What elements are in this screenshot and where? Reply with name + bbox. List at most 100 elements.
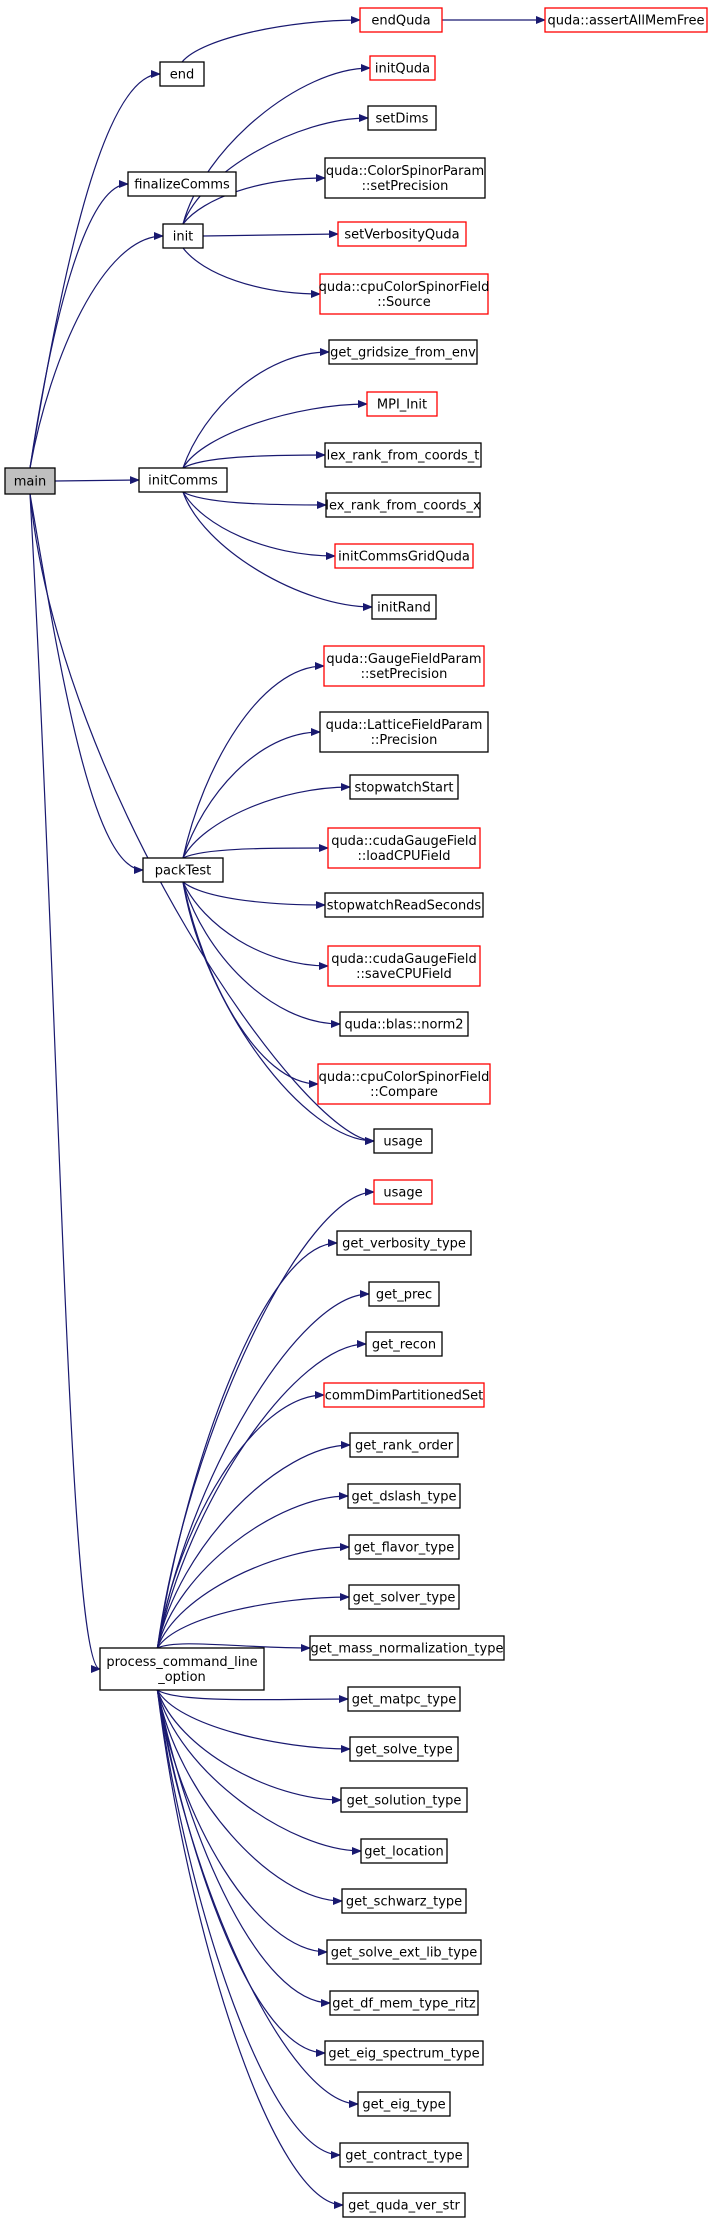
node-get_solve_ext_lib_type[interactable]: get_solve_ext_lib_type — [326, 1939, 482, 1965]
edge-main-to-usage1 — [29, 493, 375, 1145]
node-label: endQuda — [371, 14, 430, 29]
node-label: get_eig_type — [362, 2098, 445, 2113]
edge-init-to-setVerbosityQuda — [202, 230, 339, 239]
edge-pclo-to-get_mass_normalization_type — [157, 1643, 311, 1652]
edge-pclo-to-get_prec — [156, 1290, 370, 1649]
edge-initComms-to-MPI_Init — [182, 400, 368, 469]
node-get_rank_order[interactable]: get_rank_order — [349, 1432, 459, 1458]
node-cpuCSF_Compare[interactable]: quda::cpuColorSpinorField::Compare — [317, 1063, 491, 1105]
node-get_location[interactable]: get_location — [360, 1838, 448, 1864]
node-box — [349, 1736, 459, 1762]
node-endQuda[interactable]: endQuda — [359, 7, 443, 33]
node-box — [319, 273, 489, 315]
node-pclo[interactable]: process_command_line_option — [99, 1647, 265, 1691]
node-label: end — [170, 68, 195, 83]
node-get_eig_spectrum_type[interactable]: get_eig_spectrum_type — [324, 2040, 484, 2066]
node-box — [347, 1483, 461, 1509]
node-label: MPI_Init — [377, 398, 427, 413]
node-label: setVerbosityQuda — [344, 228, 459, 243]
node-get_prec[interactable]: get_prec — [368, 1281, 440, 1307]
node-box — [317, 1063, 491, 1105]
node-label: get_recon — [372, 1338, 436, 1353]
edge-packTest-to-cgf_save — [182, 881, 329, 970]
edge-init-to-setDims — [182, 114, 369, 225]
node-get_schwarz_type[interactable]: get_schwarz_type — [341, 1888, 467, 1914]
node-box — [339, 2142, 469, 2168]
edge-end-to-endQuda — [181, 16, 361, 63]
node-stopwatchReadSeconds[interactable]: stopwatchReadSeconds — [324, 892, 484, 918]
node-lfp_Precision[interactable]: quda::LatticeFieldParam::Precision — [319, 711, 489, 753]
node-get_contract_type[interactable]: get_contract_type — [339, 2142, 469, 2168]
node-box — [326, 1939, 482, 1965]
edge-initComms-to-get_gridsize_from_env — [182, 348, 330, 469]
node-label: get_solution_type — [347, 1794, 462, 1809]
node-cgf_save[interactable]: quda::cudaGaugeField::saveCPUField — [327, 945, 481, 987]
node-initQuda[interactable]: initQuda — [369, 55, 436, 81]
node-label: quda::cudaGaugeField — [331, 834, 477, 849]
node-assertAllMemFree[interactable]: quda::assertAllMemFree — [544, 7, 708, 33]
node-label: ::Source — [377, 295, 430, 310]
edge-pclo-to-get_schwarz_type — [156, 1689, 343, 1905]
node-label: ::loadCPUField — [358, 849, 451, 864]
node-label: get_df_mem_type_ritz — [332, 1997, 476, 2012]
node-box — [373, 1128, 433, 1154]
node-cgf_load[interactable]: quda::cudaGaugeField::loadCPUField — [327, 827, 481, 869]
node-get_df_mem_type_ritz[interactable]: get_df_mem_type_ritz — [329, 1990, 479, 2016]
node-usage1[interactable]: usage — [373, 1128, 433, 1154]
node-box — [371, 594, 437, 620]
node-box — [544, 7, 708, 33]
node-stopwatchStart[interactable]: stopwatchStart — [349, 774, 459, 800]
node-packTest[interactable]: packTest — [142, 857, 224, 883]
node-main[interactable]: main — [4, 467, 56, 495]
node-get_recon[interactable]: get_recon — [365, 1331, 443, 1357]
node-label: stopwatchStart — [355, 781, 454, 796]
node-lex_x[interactable]: lex_rank_from_coords_x — [325, 492, 481, 518]
node-cpuCSF_Source[interactable]: quda::cpuColorSpinorField::Source — [319, 273, 490, 315]
node-get_dslash_type[interactable]: get_dslash_type — [347, 1483, 461, 1509]
node-usage2[interactable]: usage — [373, 1179, 433, 1205]
node-label: get_prec — [376, 1288, 432, 1303]
edge-main-to-packTest — [29, 493, 144, 874]
node-initComms[interactable]: initComms — [138, 467, 228, 493]
nodes-layer: main end finalizeComms init initComms packTes… — [4, 7, 708, 2218]
node-get_gridsize_from_env[interactable]: get_gridsize_from_env — [328, 339, 478, 365]
node-MPI_Init[interactable]: MPI_Init — [366, 391, 438, 417]
node-setDims[interactable]: setDims — [367, 105, 437, 131]
node-init[interactable]: init — [162, 223, 204, 249]
node-lex_t[interactable]: lex_rank_from_coords_t — [324, 442, 482, 468]
node-end[interactable]: end — [159, 61, 205, 87]
node-get_verbosity_type[interactable]: get_verbosity_type — [336, 1230, 472, 1256]
node-get_solver_type[interactable]: get_solver_type — [348, 1584, 460, 1610]
node-label: get_flavor_type — [354, 1541, 455, 1556]
node-gfp_setPrecision[interactable]: quda::GaugeFieldParam::setPrecision — [323, 645, 485, 687]
node-blas_norm2[interactable]: quda::blas::norm2 — [339, 1011, 469, 1037]
node-get_matpc_type[interactable]: get_matpc_type — [347, 1686, 461, 1712]
node-box — [349, 1432, 459, 1458]
node-get_solve_type[interactable]: get_solve_type — [349, 1736, 459, 1762]
node-finalizeComms[interactable]: finalizeComms — [127, 171, 237, 197]
edges-layer — [29, 16, 546, 2209]
edge-pclo-to-get_solver_type — [156, 1593, 350, 1649]
node-label: quda::LatticeFieldParam — [326, 718, 483, 733]
node-label: lex_rank_from_coords_x — [325, 499, 481, 514]
node-label: initComms — [148, 474, 218, 489]
edge-initComms-to-lex_t — [182, 451, 326, 469]
node-csp_setPrecision[interactable]: quda::ColorSpinorParam::setPrecision — [324, 157, 486, 199]
edge-pclo-to-get_verbosity_type — [156, 1239, 338, 1649]
node-box — [329, 1990, 479, 2016]
node-get_solution_type[interactable]: get_solution_type — [340, 1787, 468, 1813]
node-box — [366, 391, 438, 417]
node-box — [324, 442, 482, 468]
node-get_flavor_type[interactable]: get_flavor_type — [348, 1534, 460, 1560]
node-box — [327, 827, 481, 869]
node-get_eig_type[interactable]: get_eig_type — [357, 2091, 451, 2117]
node-commDimPartitionedSet[interactable]: commDimPartitionedSet — [323, 1382, 485, 1408]
node-get_quda_ver_str[interactable]: get_quda_ver_str — [342, 2192, 466, 2218]
edge-initComms-to-initRand — [182, 491, 373, 611]
node-get_mass_normalization_type[interactable]: get_mass_normalization_type — [309, 1635, 505, 1661]
node-initCommsGridQuda[interactable]: initCommsGridQuda — [334, 543, 474, 569]
node-setVerbosityQuda[interactable]: setVerbosityQuda — [337, 221, 467, 247]
node-initRand[interactable]: initRand — [371, 594, 437, 620]
edge-pclo-to-get_rank_order — [156, 1441, 351, 1649]
